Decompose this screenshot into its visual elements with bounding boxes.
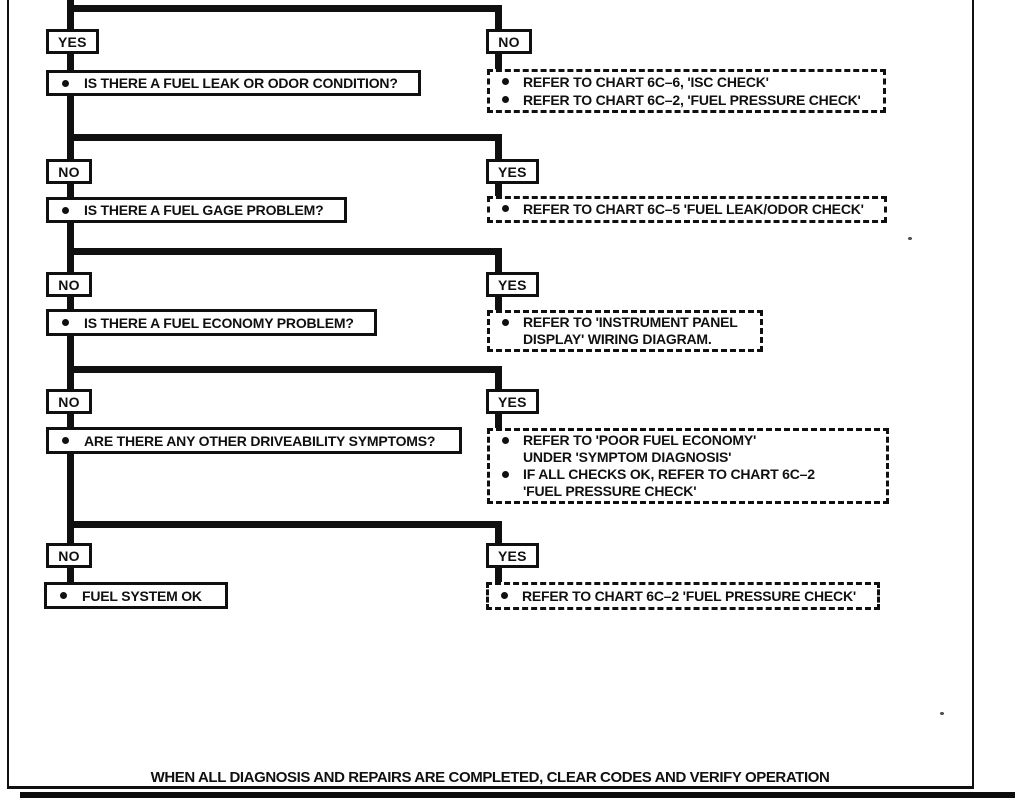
action-item: REFER TO 'INSTRUMENT PANEL DISPLAY' WIRI… [490,314,760,348]
decision-label-left-row4: NO [46,389,92,414]
decision-label-left-row1: YES [46,29,99,54]
question-text: IS THERE A FUEL ECONOMY PROBLEM? [84,314,354,331]
page-border-left [7,0,9,789]
decision-label-left-row5: NO [46,543,92,568]
decision-label-text: YES [498,547,527,564]
decision-label-left-row2: NO [46,159,92,184]
decision-label-text: NO [58,163,80,180]
scan-speck [940,712,944,715]
page-border-right [972,0,974,789]
decision-label-right-row4: YES [486,389,539,414]
action-line: DISPLAY' WIRING DIAGRAM. [523,331,712,347]
action-box-row5: REFER TO CHART 6C–2 'FUEL PRESSURE CHECK… [486,582,880,610]
action-line: REFER TO 'POOR FUEL ECONOMY' [523,432,757,448]
decision-label-text: NO [58,393,80,410]
decision-label-text: NO [498,33,520,50]
decision-label-text: YES [498,276,527,293]
bullet-icon [62,437,69,444]
bullet-icon [502,319,509,326]
question-box-row4: ARE THERE ANY OTHER DRIVEABILITY SYMPTOM… [46,427,462,454]
bullet-icon [502,205,509,212]
bullet-icon [62,206,69,214]
scan-speck [908,237,912,240]
connector-hline-row2 [67,134,502,141]
action-line: UNDER 'SYMPTOM DIAGNOSIS' [523,449,732,465]
action-item: REFER TO CHART 6C–2 'FUEL PRESSURE CHECK… [489,588,877,605]
decision-label-right-row5: YES [486,543,539,568]
action-box-row2: REFER TO CHART 6C–5 'FUEL LEAK/ODOR CHEC… [487,196,887,223]
connector-hline-row1 [67,5,502,12]
connector-hline-row5 [67,521,502,528]
action-item: IF ALL CHECKS OK, REFER TO CHART 6C–2 'F… [490,466,886,500]
decision-label-text: NO [58,276,80,293]
bullet-icon [60,592,67,599]
action-item: REFER TO CHART 6C–5 'FUEL LEAK/ODOR CHEC… [490,201,884,218]
action-box-row3: REFER TO 'INSTRUMENT PANEL DISPLAY' WIRI… [487,310,763,352]
decision-label-right-row2: YES [486,159,539,184]
decision-label-right-row3: YES [486,272,539,297]
question-box-row1: IS THERE A FUEL LEAK OR ODOR CONDITION? [46,70,421,96]
decision-label-text: YES [58,33,87,50]
bullet-icon [62,319,69,326]
question-text: IS THERE A FUEL GAGE PROBLEM? [84,202,324,218]
footer-note: WHEN ALL DIAGNOSIS AND REPAIRS ARE COMPL… [150,769,830,786]
action-line: REFER TO CHART 6C–2 'FUEL PRESSURE CHECK… [522,587,856,604]
bullet-icon [501,591,508,599]
question-text: FUEL SYSTEM OK [82,587,202,604]
connector-hline-row3 [67,248,502,255]
action-line: IF ALL CHECKS OK, REFER TO CHART 6C–2 [523,466,815,482]
question-text: IS THERE A FUEL LEAK OR ODOR CONDITION? [84,75,398,91]
action-line: REFER TO CHART 6C–2, 'FUEL PRESSURE CHEC… [523,92,861,108]
action-item: REFER TO CHART 6C–2, 'FUEL PRESSURE CHEC… [490,91,883,109]
decision-label-left-row3: NO [46,272,92,297]
connector-hline-row4 [67,366,502,373]
action-line: REFER TO 'INSTRUMENT PANEL [523,314,738,330]
question-box-row2: IS THERE A FUEL GAGE PROBLEM? [46,197,347,223]
question-box-row5: FUEL SYSTEM OK [44,582,228,609]
action-line: 'FUEL PRESSURE CHECK' [523,483,697,499]
page-border-bottom [7,786,974,789]
bullet-icon [502,471,509,478]
decision-label-right-row1: NO [486,29,532,54]
action-item: REFER TO 'POOR FUEL ECONOMY' UNDER 'SYMP… [490,432,886,466]
action-box-row4: REFER TO 'POOR FUEL ECONOMY' UNDER 'SYMP… [487,428,889,504]
decision-label-text: YES [498,163,527,180]
action-line: REFER TO CHART 6C–5 'FUEL LEAK/ODOR CHEC… [523,201,864,217]
bullet-icon [502,96,509,103]
bullet-icon [502,437,509,444]
bullet-icon [62,79,69,87]
action-box-row1: REFER TO CHART 6C–6, 'ISC CHECK' REFER T… [487,69,886,113]
bullet-icon [502,78,509,85]
action-line: REFER TO CHART 6C–6, 'ISC CHECK' [523,74,769,90]
scan-edge-bar [20,792,1015,798]
question-box-row3: IS THERE A FUEL ECONOMY PROBLEM? [46,309,377,336]
decision-label-text: YES [498,393,527,410]
decision-label-text: NO [58,547,80,564]
question-text: ARE THERE ANY OTHER DRIVEABILITY SYMPTOM… [84,432,436,449]
action-item: REFER TO CHART 6C–6, 'ISC CHECK' [490,73,883,91]
